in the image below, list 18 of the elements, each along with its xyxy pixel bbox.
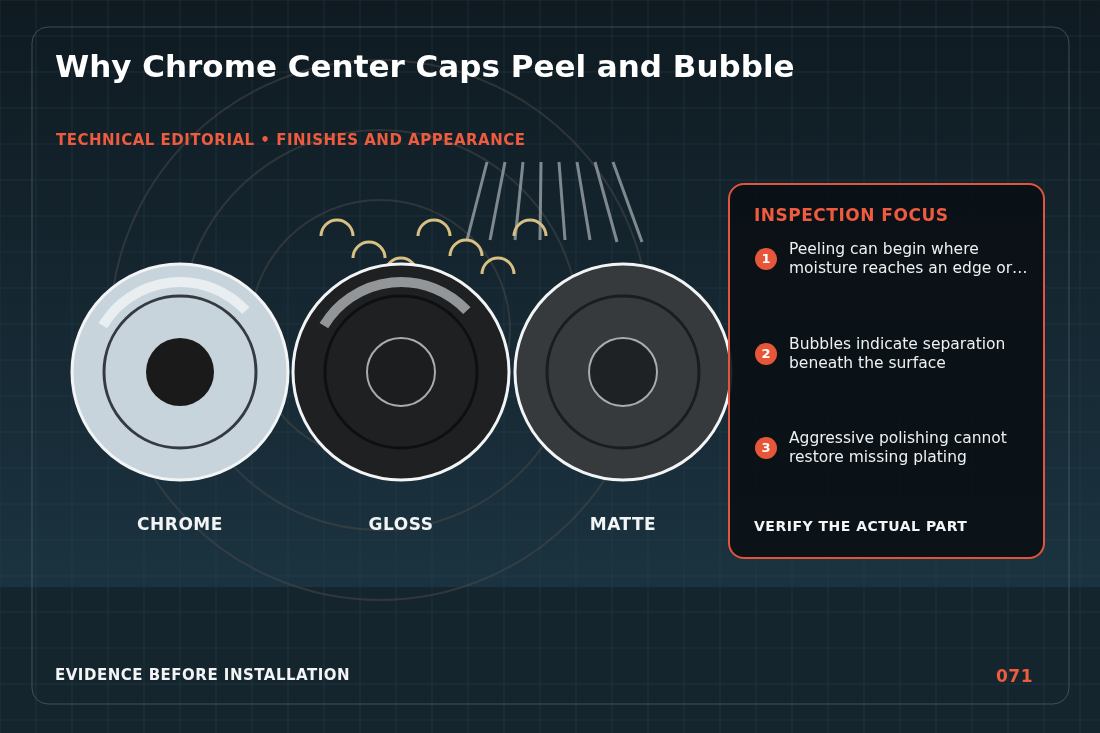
number-badge: 1 <box>755 248 777 270</box>
focus-item-text: Aggressive polishing cannot restore missing plating <box>789 429 1008 467</box>
footer-text: EVIDENCE BEFORE INSTALLATION <box>55 666 351 684</box>
panel-heading: INSPECTION FOCUS <box>754 205 949 225</box>
wheel-label: GLOSS <box>367 514 435 534</box>
wheel-drawing <box>70 262 290 482</box>
panel-footer-note: VERIFY THE ACTUAL PART <box>754 518 968 534</box>
subtitle: TECHNICAL EDITORIAL • FINISHES AND APPEARANCE <box>56 131 526 149</box>
wheel-drawing <box>291 262 511 482</box>
focus-item-text: Peeling can begin where moisture reaches an edge or… <box>789 240 1029 278</box>
inspection-panel <box>728 183 1045 559</box>
number-badge: 2 <box>755 343 777 365</box>
focus-item-text: Bubbles indicate separation beneath the surface <box>789 335 1007 373</box>
number-badge: 3 <box>755 437 777 459</box>
page-number: 071 <box>996 666 1033 686</box>
title: Why Chrome Center Caps Peel and Bubble <box>55 48 795 84</box>
wheel-label: CHROME <box>136 514 224 534</box>
wheel-label: MATTE <box>588 514 658 534</box>
